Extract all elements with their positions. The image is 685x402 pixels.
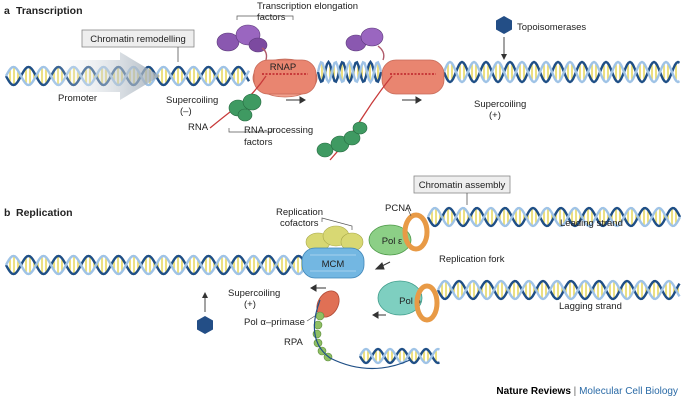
elongation-factor-1 [216, 24, 268, 61]
rna-processing-factor-2 [316, 121, 368, 158]
credit-separator: | [570, 386, 580, 397]
elongation-factor-2 [345, 27, 385, 61]
chromatin-assembly-label: Chromatin assembly [419, 180, 506, 191]
pol-epsilon-label: Pol ε [382, 236, 403, 247]
chromatin-remodelling-label: Chromatin remodelling [90, 34, 186, 45]
pcna-ring-leading [402, 212, 430, 252]
topoisomerase-hexagon-b-icon [197, 316, 213, 334]
dna-helix-b-okazaki [358, 347, 440, 365]
rna-processing-bracket [228, 128, 273, 133]
lagging-strand-label: Lagging strand [559, 301, 622, 312]
dna-layer [4, 59, 682, 365]
panel-b: b Replication Chromatin assembly Replica… [4, 175, 623, 370]
rnap-2 [381, 59, 445, 95]
pol-alpha-primase-label: Pol α–primase [244, 317, 305, 328]
lagging-ssdna-loop [313, 299, 411, 370]
topoisomerases-label: Topoisomerases [517, 22, 586, 33]
credit-journal: Nature Reviews [496, 386, 571, 397]
pcna-pointer [406, 206, 412, 217]
figure-credit: Nature Reviews | Molecular Cell Biology [496, 386, 678, 397]
direction-arrows-a [286, 96, 422, 104]
elongation-factors-bracket [236, 15, 294, 20]
mcm-label: MCM [322, 259, 345, 270]
rna-processing-label-line2: factors [244, 137, 273, 148]
rna-processing-factor-1 [228, 93, 262, 122]
supercoiling-negative-label-line2: (–) [180, 106, 192, 117]
topoisomerase-hexagon-icon [496, 16, 512, 34]
pol-delta: Pol δ [377, 280, 423, 316]
elongation-factors-label-line1: Transcription elongation [257, 1, 358, 12]
dna-helix-b-leading [426, 206, 682, 228]
panel-b-title: Replication [16, 207, 73, 219]
panel-a-title: Transcription [16, 5, 83, 17]
panel-a-letter: a [4, 5, 10, 17]
replication-cofactors-label-line1: Replication [276, 207, 323, 218]
chromatin-assembly-box [413, 175, 511, 194]
pol-delta-label: Pol δ [399, 296, 421, 307]
pcna-label: PCNA [385, 203, 412, 214]
replication-cofactors-label-line2: cofactors [280, 218, 319, 229]
dna-helix-a-middle [316, 59, 383, 85]
replication-cofactors-bracket [321, 217, 353, 230]
rnap-1: RNAP [252, 58, 318, 98]
rpa-label: RPA [284, 337, 303, 348]
promoter-arrow [40, 52, 160, 100]
supercoiling-positive-a-label-line1: Supercoiling [474, 99, 526, 110]
chromatin-remodelling-box: Chromatin remodelling [81, 29, 195, 62]
pcna-ring-lagging [414, 283, 440, 323]
dna-helix-a-right [442, 60, 681, 84]
replication-cofactors [305, 225, 364, 252]
supercoiling-positive-a-label-line2: (+) [489, 110, 501, 121]
dna-helix-b-lagging [436, 279, 681, 301]
credit-subjournal: Molecular Cell Biology [579, 386, 678, 397]
rpa-bead [313, 320, 323, 330]
rna-processing-label-line1: RNA-processing [244, 125, 313, 136]
dna-helix-b-parental [4, 254, 308, 276]
elongation-factors-label-line2: factors [257, 12, 286, 23]
pol-epsilon: Pol ε [368, 224, 412, 256]
promoter-label: Promoter [58, 93, 97, 104]
mcm-helicase: MCM [301, 247, 365, 279]
panel-b-letter: b [4, 207, 10, 219]
direction-arrows-b [310, 261, 391, 319]
panel-a: a Transcription Promoter Chromatin remod… [4, 1, 586, 161]
replication-fork-label: Replication fork [439, 254, 505, 265]
supercoiling-positive-b-label-line1: Supercoiling [228, 288, 280, 299]
leading-strand-label: Leading strand [560, 218, 623, 229]
supercoiling-negative-label-line1: Supercoiling [166, 95, 218, 106]
rna-label: RNA [188, 122, 209, 133]
rpa-bead [315, 311, 325, 321]
rnap-label: RNAP [270, 62, 296, 73]
supercoiling-positive-b-label-line2: (+) [244, 299, 256, 310]
